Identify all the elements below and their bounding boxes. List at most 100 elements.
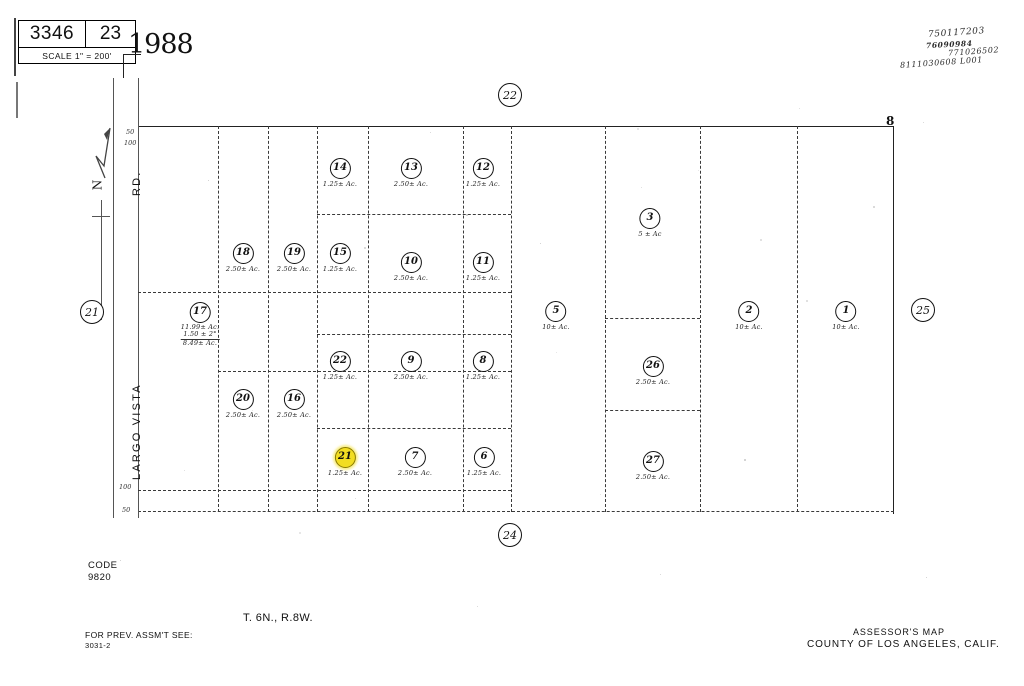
scan-speck (466, 214, 468, 216)
parcel-17-line2: 1.50 ± 2° (183, 330, 217, 339)
boundary-marker-left[interactable]: 21 (80, 300, 104, 324)
parcel-7-acreage: 2.50± Ac. (397, 469, 433, 477)
lot-line-h-5 (317, 428, 511, 429)
prev-assessment-value: 3031-2 (85, 641, 111, 650)
title-block: 3346 23 SCALE 1" = 200' (18, 20, 136, 64)
lot-line-h-1 (317, 214, 511, 215)
parcel-17[interactable]: 17 11.99± Ac. 1.50 ± 2° 8.49± Ac. (180, 302, 220, 348)
scan-speck (698, 170, 700, 172)
boundary-marker-right[interactable]: 25 (911, 298, 935, 322)
north-letter: N (90, 179, 105, 191)
left-edge-tick-upper (14, 18, 16, 76)
road-dimension-2: 100 (119, 483, 132, 491)
road-label-largo-vista: LARGO VISTA (131, 383, 143, 480)
boundary-bottom (138, 511, 894, 512)
boundary-marker-bottom[interactable]: 24 (498, 523, 522, 547)
prev-assessment-label: FOR PREV. ASSM'T SEE: (85, 630, 193, 640)
scan-speck (744, 459, 746, 461)
scan-speck (806, 300, 808, 302)
lot-line-v-6 (511, 126, 512, 512)
parcel-16-number: 16 (283, 389, 305, 410)
north-arrow: N (84, 120, 124, 320)
handwritten-note-1: 750117203 (927, 26, 986, 40)
parcel-1-number: 1 (835, 301, 857, 322)
assessor-map-line2: COUNTY OF LOS ANGELES, CALIF. (807, 639, 1000, 650)
scan-speck (477, 606, 479, 608)
map-scale-label: SCALE 1" = 200' (19, 47, 135, 63)
parcel-5-acreage: 10± Ac. (542, 323, 570, 331)
scan-speck (637, 128, 639, 130)
parcel-6-acreage: 1.25± Ac. (466, 469, 502, 477)
parcel-26-number: 26 (642, 356, 664, 377)
parcel-3-acreage: 5 ± Ac (638, 230, 662, 238)
parcel-10-acreage: 2.50± Ac. (393, 274, 429, 282)
code-value: 9820 (88, 572, 112, 583)
road-dimension-0: 50 (126, 128, 135, 136)
lot-line-v-5 (463, 126, 464, 512)
lot-line-v-2 (268, 126, 269, 512)
corner-marker-8: 8 (886, 114, 895, 128)
parcel-20-acreage: 2.50± Ac. (225, 411, 261, 419)
north-arrow-glyph (95, 127, 111, 179)
scan-speck (540, 243, 542, 245)
parcel-12-number: 12 (472, 158, 494, 179)
parcel-17-number: 17 (189, 302, 211, 323)
lot-line-h-8 (138, 490, 511, 491)
scan-speck (184, 470, 186, 472)
map-page-number: 23 (99, 23, 122, 44)
parcel-18-acreage: 2.50± Ac. (225, 265, 261, 273)
lot-line-v-4 (368, 126, 369, 512)
scan-speck (120, 560, 122, 562)
lot-line-h-6 (605, 318, 700, 319)
parcel-3-number: 3 (639, 208, 661, 229)
parcel-13-number: 13 (400, 158, 422, 179)
lot-line-v-9 (797, 126, 798, 512)
assessor-map-line1: ASSESSOR'S MAP (853, 627, 945, 637)
lot-line-v-1 (218, 126, 219, 512)
left-edge-tick-lower (16, 82, 18, 118)
scan-speck (556, 352, 558, 354)
parcel-11-acreage: 1.25± Ac. (465, 274, 501, 282)
scan-speck (364, 247, 366, 249)
parcel-17-line1: 11.99± Ac. (180, 323, 220, 331)
lot-line-h-7 (605, 410, 700, 411)
road-label-rd: RD. (131, 170, 143, 196)
parcel-12-acreage: 1.25± Ac. (465, 180, 501, 188)
parcel-9-acreage: 2.50± Ac. (393, 373, 429, 381)
north-arrow-crossbar (92, 216, 110, 217)
parcel-2-acreage: 10± Ac. (735, 323, 763, 331)
parcel-21-acreage: 1.25± Ac. (327, 469, 363, 477)
scan-speck (299, 532, 301, 534)
parcel-26-acreage: 2.50± Ac. (635, 378, 671, 386)
boundary-marker-top[interactable]: 22 (498, 83, 522, 107)
scan-speck (873, 206, 875, 208)
boundary-top (138, 126, 894, 128)
parcel-17-acreage: 11.99± Ac. 1.50 ± 2° 8.49± Ac. (180, 323, 220, 348)
scan-speck (799, 108, 801, 110)
parcel-10-number: 10 (400, 252, 422, 273)
road-edge-west (113, 78, 114, 518)
